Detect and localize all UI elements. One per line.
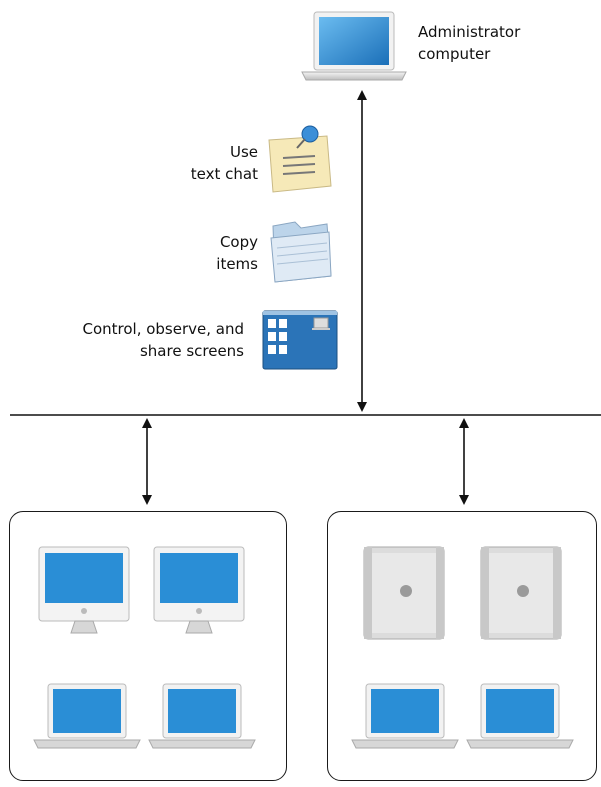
mac-pro-icon <box>362 545 446 641</box>
screen-sharing-label: Control, observe, and share screens <box>82 320 244 360</box>
note-icon <box>265 124 335 196</box>
mac-pro-icon <box>479 545 563 641</box>
folder-icon <box>265 216 335 286</box>
client-group-right <box>327 511 597 781</box>
laptop-icon <box>465 682 575 752</box>
laptop-icon <box>350 682 460 752</box>
imac-icon <box>152 545 246 635</box>
laptop-icon <box>32 682 142 752</box>
laptop-icon <box>147 682 257 752</box>
copy-items-label: Copy items <box>216 233 258 273</box>
client-group-left <box>9 511 287 781</box>
screen-sharing-icon <box>262 310 338 370</box>
text-chat-label: Use text chat <box>190 143 258 183</box>
admin-laptop-icon <box>300 8 408 88</box>
admin-label: Administrator computer <box>418 23 521 63</box>
imac-icon <box>37 545 131 635</box>
